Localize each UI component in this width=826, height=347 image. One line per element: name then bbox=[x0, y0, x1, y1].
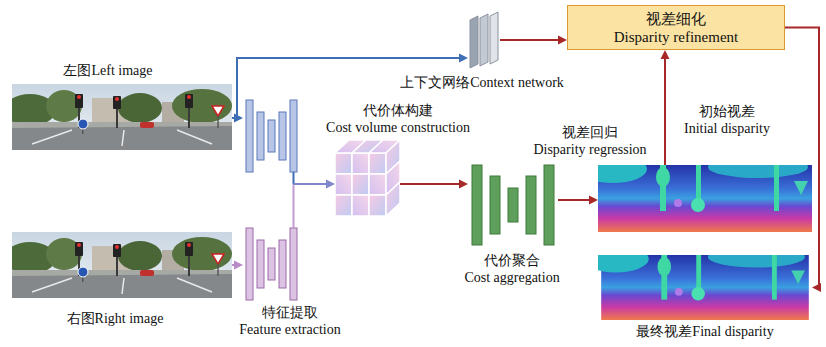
right-feature-bars bbox=[246, 228, 297, 300]
stage-label: Disparity regression bbox=[533, 141, 646, 158]
label-group: 初始视差Initial disparity bbox=[684, 103, 770, 137]
arrowhead bbox=[660, 50, 669, 59]
stage-label: 视差回归 bbox=[562, 124, 618, 141]
arrow-connector bbox=[500, 36, 567, 45]
disparity-node: 最终视差Final disparity bbox=[598, 255, 812, 320]
arrow-connector bbox=[308, 180, 335, 189]
arrow-connector bbox=[232, 261, 243, 270]
arrowhead bbox=[812, 283, 821, 292]
left-feature-bars bbox=[246, 100, 297, 172]
node-label: 代价聚合 bbox=[484, 252, 540, 269]
node-label: 右图Right image bbox=[67, 310, 164, 327]
arrowhead bbox=[326, 180, 335, 189]
arrow-connector bbox=[400, 179, 468, 188]
cost-volume-node: 代价体构建Cost volume construction bbox=[335, 140, 400, 218]
arrow-connector bbox=[558, 196, 598, 205]
arrowhead bbox=[558, 36, 567, 45]
connector-line bbox=[500, 39, 560, 41]
node-label: 初始视差 bbox=[699, 103, 755, 120]
node-label: Cost volume construction bbox=[326, 119, 470, 136]
image-node: 左图Left image bbox=[12, 84, 232, 150]
node-label: Feature extraction bbox=[239, 321, 340, 338]
connector-line bbox=[558, 199, 591, 201]
label-group: 最终视差Final disparity bbox=[636, 323, 773, 340]
label-group: 上下文网络Context network bbox=[400, 74, 564, 91]
arrow-connector bbox=[660, 50, 669, 165]
label-group: 特征提取Feature extraction bbox=[239, 304, 340, 338]
node-label: 代价体构建 bbox=[363, 102, 433, 119]
node-label: Initial disparity bbox=[684, 120, 770, 137]
context-bars bbox=[470, 12, 498, 68]
disparity-node: 初始视差Initial disparity bbox=[598, 165, 812, 232]
connector-line bbox=[664, 57, 666, 165]
feature-stem bbox=[293, 184, 295, 228]
right-photo bbox=[4, 232, 232, 298]
arrow-connector bbox=[232, 113, 243, 122]
process-box: 视差细化Disparity refinement bbox=[567, 5, 785, 50]
image-node: 右图Right image bbox=[12, 232, 232, 298]
initial-disparity-map bbox=[579, 155, 812, 232]
feature-stem bbox=[294, 183, 309, 185]
feature-stem bbox=[293, 172, 295, 184]
final-disparity-map bbox=[583, 245, 809, 320]
network-node: 代价聚合Cost aggregation bbox=[468, 160, 558, 248]
node-label: 特征提取 bbox=[262, 304, 318, 321]
node-label: 上下文网络Context network bbox=[400, 74, 564, 91]
network-node: 特征提取Feature extraction bbox=[243, 100, 308, 300]
label-group: 代价体构建Cost volume construction bbox=[326, 102, 470, 136]
box-label: Disparity refinement bbox=[614, 28, 739, 46]
label-group: 代价聚合Cost aggregation bbox=[464, 252, 559, 286]
label-group: 右图Right image bbox=[67, 310, 164, 327]
box-label: 视差细化 bbox=[646, 10, 706, 28]
arrowhead bbox=[589, 196, 598, 205]
arrowhead bbox=[459, 179, 468, 188]
left-photo bbox=[4, 84, 232, 150]
arrowhead bbox=[234, 113, 243, 122]
network-node: 上下文网络Context network bbox=[468, 12, 500, 68]
arrowhead bbox=[459, 53, 468, 62]
label-group: 左图Left image bbox=[63, 62, 152, 79]
node-label: 左图Left image bbox=[63, 62, 152, 79]
connector-line bbox=[308, 183, 328, 185]
cost-volume-cube bbox=[335, 140, 400, 216]
arrow-connector bbox=[785, 28, 821, 293]
label-group: 视差回归Disparity regression bbox=[533, 124, 646, 158]
arrowhead bbox=[234, 261, 243, 270]
node-label: Cost aggregation bbox=[464, 269, 559, 286]
connector-line bbox=[785, 28, 819, 288]
node-label: 最终视差Final disparity bbox=[636, 323, 773, 340]
connector-line bbox=[400, 183, 461, 185]
aggregation-bars bbox=[472, 165, 554, 245]
